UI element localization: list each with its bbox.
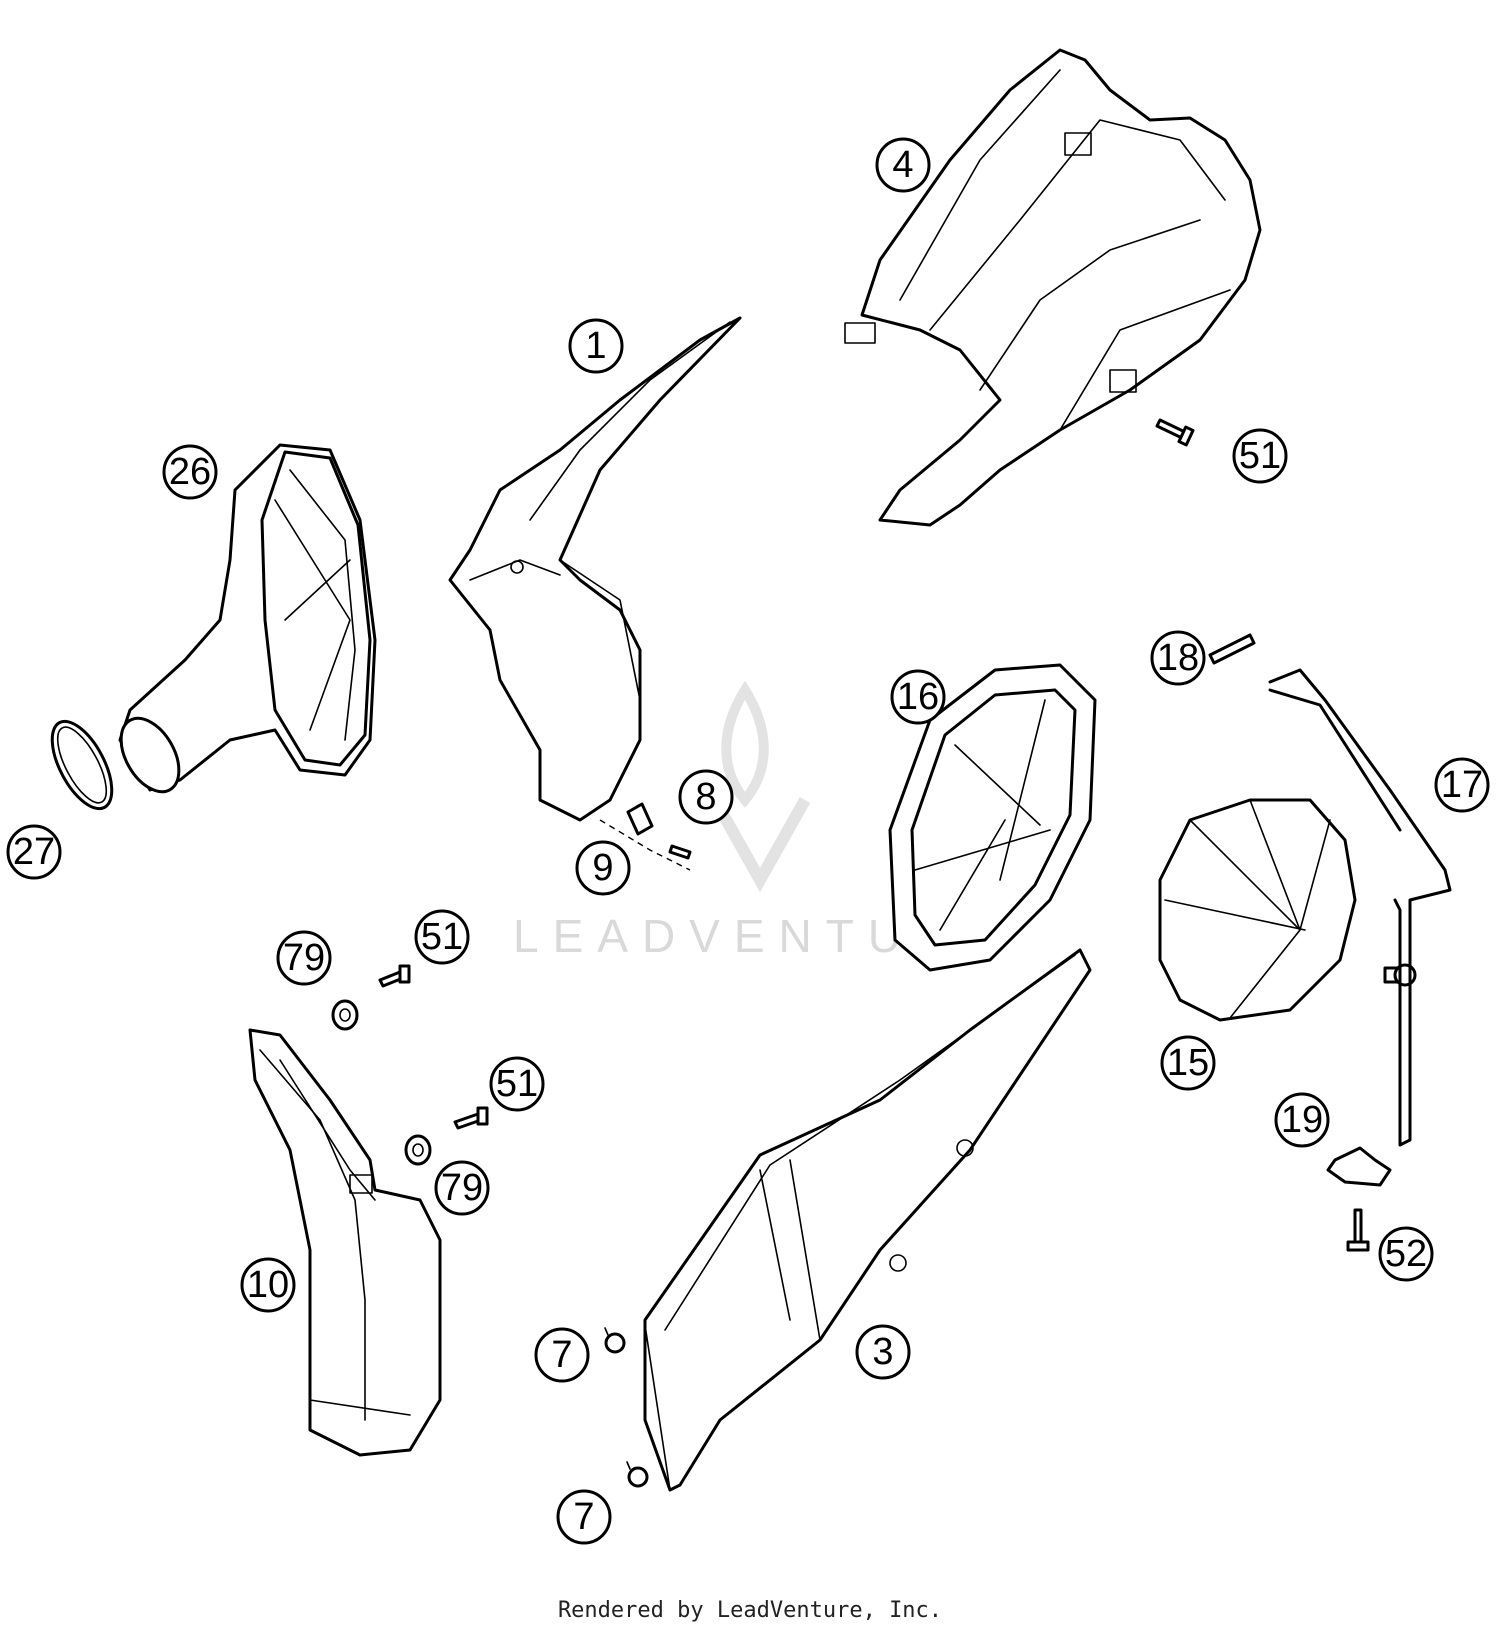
callout-16: 16 [890,669,946,725]
callout-8: 8 [678,769,734,825]
callout-label: 9 [592,847,613,889]
callout-label: 19 [1281,1099,1323,1141]
fastener-screw-7-lower[interactable] [626,1461,649,1488]
callout-label: 26 [169,451,211,493]
callout-label: 16 [897,676,939,718]
callout-label: 10 [247,1264,289,1306]
callout-19: 19 [1274,1092,1330,1148]
callout-label: 51 [496,1063,538,1105]
part-17-filter-holder[interactable] [1268,668,1452,1147]
callout-label: 7 [551,1334,572,1376]
callout-9: 9 [575,840,631,896]
callout-label: 18 [1157,637,1199,679]
callout-7-lower: 7 [556,1489,612,1545]
fastener-pin-8[interactable] [668,844,692,860]
callout-label: 8 [695,776,716,818]
part-16-filter-cage[interactable] [888,663,1097,972]
callout-79-mid: 79 [276,930,332,986]
callout-1: 1 [568,318,624,374]
callout-label: 7 [573,1496,594,1538]
part-10-left-panel[interactable] [248,1028,442,1457]
part-19-bracket[interactable] [1326,1146,1392,1187]
callout-15: 15 [1160,1035,1216,1091]
callout-7-upper: 7 [534,1327,590,1383]
part-15-air-filter[interactable] [1158,798,1357,1022]
watermark-flame-icon [721,680,769,808]
callout-label: 79 [441,1167,483,1209]
callout-label: 4 [892,144,913,186]
callout-label: 3 [872,1331,893,1373]
callout-4: 4 [875,137,931,193]
callout-51-top: 51 [1232,428,1288,484]
callout-18: 18 [1150,630,1206,686]
part-52-screw[interactable] [1346,1208,1370,1252]
callout-label: 51 [421,916,463,958]
callout-label: 51 [1239,435,1281,477]
callout-label: 27 [13,831,55,873]
callout-27: 27 [6,824,62,880]
part-4-airbox-housing[interactable] [844,48,1262,527]
part-3-right-panel[interactable] [643,948,1092,1492]
callout-26: 26 [162,444,218,500]
callout-17: 17 [1434,757,1490,813]
fastener-clip-9[interactable] [626,802,654,836]
callout-51-mid: 51 [414,909,470,965]
fastener-washer-79-low[interactable] [404,1134,432,1166]
callout-3: 3 [855,1324,911,1380]
part-27-clamp[interactable] [40,712,124,817]
part-1-intake-guide[interactable] [448,316,742,871]
watermark-v-icon [709,797,811,893]
callout-label: 52 [1385,1233,1427,1275]
callout-label: 79 [283,937,325,979]
callout-label: 15 [1167,1042,1209,1084]
part-18-rubber-tube[interactable] [1208,633,1256,665]
footer-credit: Rendered by LeadVenture, Inc. [557,1598,943,1623]
fastener-screw-51-top[interactable] [1155,418,1195,447]
callout-51-low: 51 [489,1056,545,1112]
fastener-washer-79-mid[interactable] [331,999,359,1031]
callout-label: 17 [1441,764,1483,806]
fastener-screw-51-low[interactable] [453,1106,489,1130]
callout-52: 52 [1378,1226,1434,1282]
fastener-screw-51-mid[interactable] [378,964,411,988]
fastener-screw-7-upper[interactable] [604,1327,626,1354]
part-26-intake-boot[interactable] [109,443,377,802]
callout-label: 1 [585,325,606,367]
callout-10: 10 [240,1257,296,1313]
callout-79-low: 79 [434,1160,490,1216]
